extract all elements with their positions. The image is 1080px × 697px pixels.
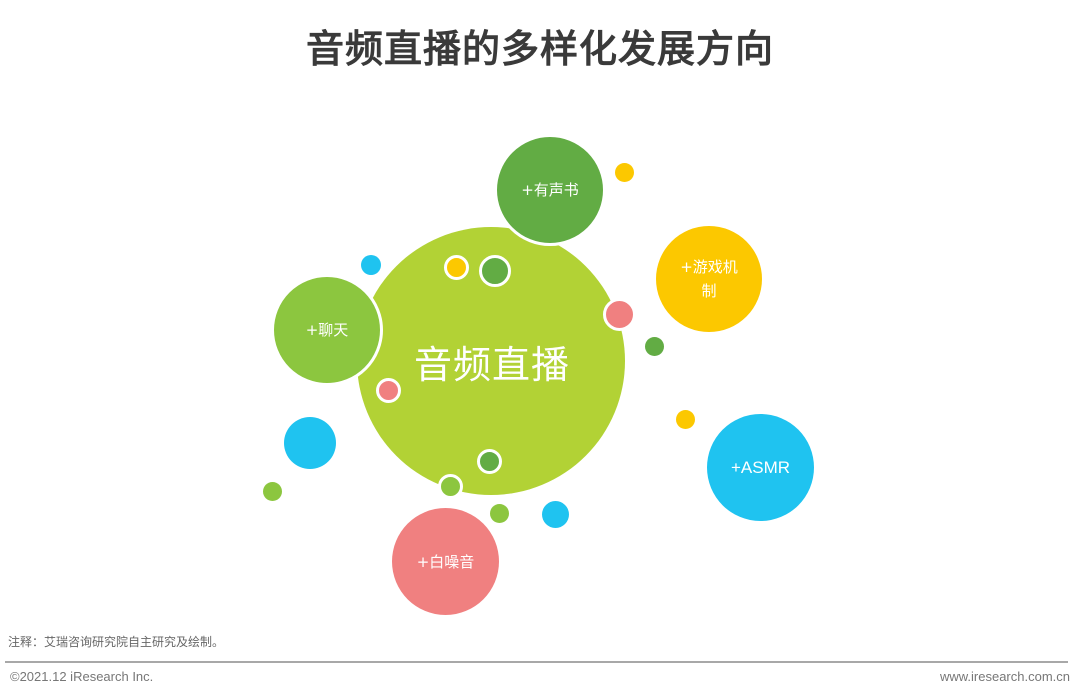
- dot-green-left: [263, 482, 282, 501]
- bubble-label-asmr: +ASMR: [730, 457, 791, 477]
- bubble-game-mechanics: +游戏机制: [656, 226, 762, 332]
- website-link[interactable]: www.iresearch.com.cn: [939, 669, 1070, 684]
- dot-yellow-top-right: [615, 163, 634, 182]
- copyright: ©2021.12 iResearch Inc.: [10, 669, 154, 684]
- dot-green-edge-bottom: [438, 474, 463, 499]
- dot-yellow-inner: [444, 255, 469, 280]
- bubble-label-audiobook: +有声书: [521, 181, 579, 199]
- bubble-audiobook: +有声书: [494, 134, 606, 246]
- dot-yellow-right: [676, 410, 695, 429]
- bubble-chat: +聊天: [271, 274, 383, 386]
- bubble-white-noise: +白噪音: [392, 508, 499, 615]
- bubble-label-white-noise: +白噪音: [416, 552, 475, 571]
- dot-darkgreen-inner-bottom: [477, 449, 502, 474]
- dot-pink-edge-right: [603, 298, 636, 331]
- dot-green-right: [645, 337, 664, 356]
- page-title: 音频直播的多样化发展方向: [305, 27, 774, 71]
- bubble-label-game-mechanics: +游戏机制: [680, 258, 738, 300]
- dot-pink-inner: [376, 378, 401, 403]
- dot-blue-left: [284, 417, 336, 469]
- dot-blue-bottom: [542, 501, 569, 528]
- dot-blue-top-left: [361, 255, 381, 275]
- footer-divider: [5, 661, 1068, 663]
- center-label: 音频直播: [413, 342, 570, 387]
- dot-green-bottom: [490, 504, 509, 523]
- bubble-asmr: +ASMR: [707, 414, 814, 521]
- footnote: 注释：艾瑞咨询研究院自主研究及绘制。: [8, 635, 225, 649]
- bubble-label-chat: +聊天: [305, 321, 349, 339]
- dot-green-inner: [479, 255, 511, 287]
